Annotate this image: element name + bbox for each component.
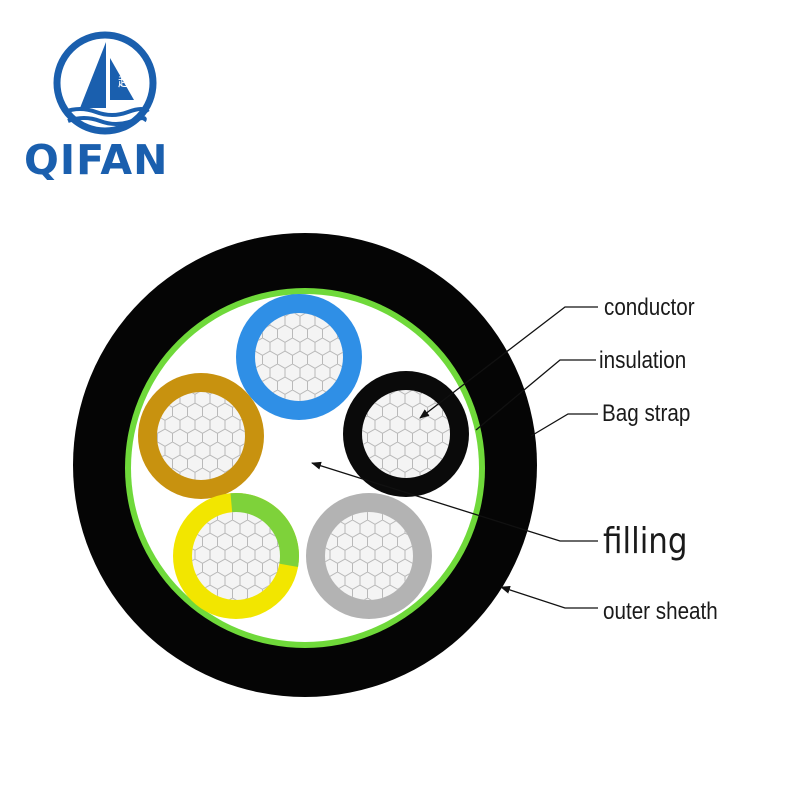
conductor-strands [192,512,280,600]
core-yellow-green [173,493,299,619]
label-bag-strap: Bag strap [602,400,691,427]
label-outer-sheath: outer sheath [603,598,718,625]
leader-bag-strap [530,413,598,437]
leader-lines [311,306,598,609]
conductor-strands [255,313,343,401]
label-filling: filling [603,521,688,562]
conductor-strands [362,390,450,478]
conductor-strands [325,512,413,600]
core-brown [138,373,264,499]
insulation-stripe [230,493,299,567]
logo-glyphs: 起帆 [118,75,144,90]
qifan-logo: 起帆 [22,28,192,188]
core-blue [236,294,362,420]
leader-conductor [419,306,598,419]
label-conductor: conductor [604,294,695,321]
conductor-strands [157,392,245,480]
core-grey [306,493,432,619]
leader-insulation [475,359,596,431]
sailboat-logo-icon: 起帆 [53,31,157,135]
leader-outer-sheath [500,586,598,609]
leader-filling [311,461,598,542]
label-insulation: insulation [599,347,687,374]
brand-name: QIFAN [24,136,169,184]
